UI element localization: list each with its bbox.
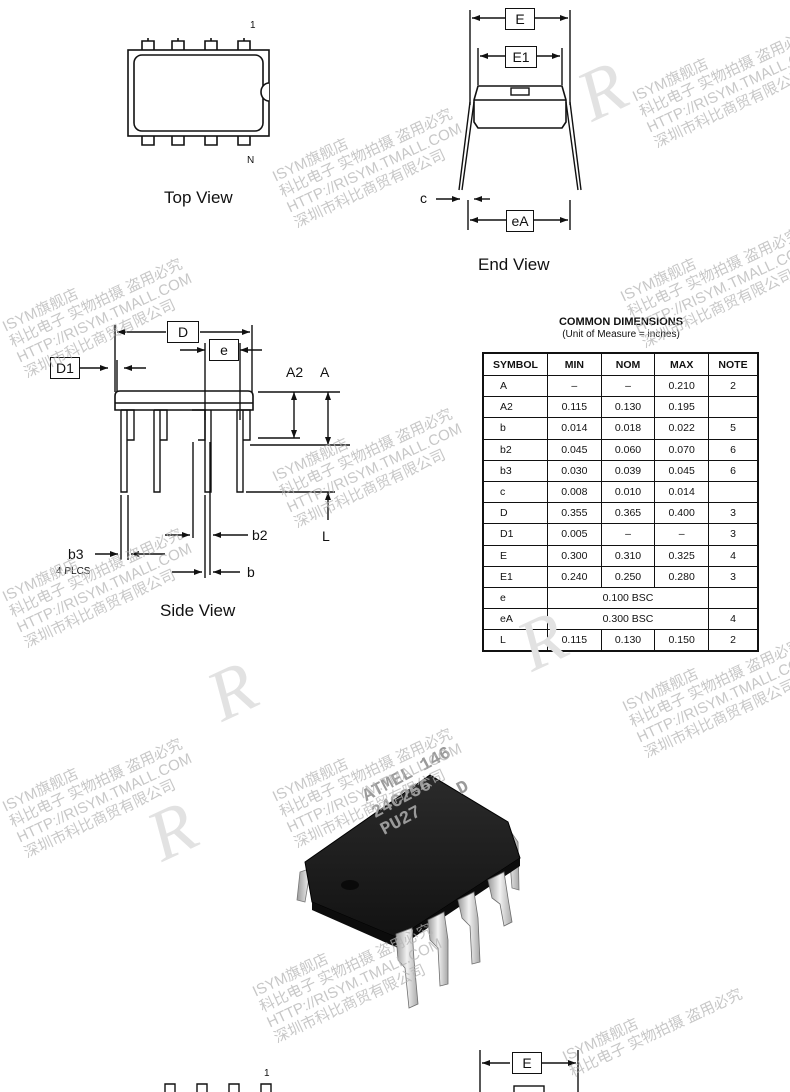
table-cell-nom: 0.060 bbox=[600, 438, 656, 461]
table-cell-nom: 0.130 bbox=[600, 396, 656, 419]
side-view-dim-e: e bbox=[209, 339, 239, 361]
table-cell-max: 0.070 bbox=[654, 438, 709, 461]
column-header: NOM bbox=[600, 352, 656, 376]
side-view-dim-L: L bbox=[322, 528, 330, 544]
side-view-dim-b3: b3 bbox=[68, 546, 84, 562]
repeat-dim-E: E bbox=[512, 1052, 542, 1074]
table-cell-span: 0.300 BSC bbox=[547, 608, 709, 631]
side-view-dim-b: b bbox=[247, 564, 255, 580]
top-view-pin1-label: 1 bbox=[250, 20, 256, 31]
side-view-dim-D1: D1 bbox=[50, 357, 80, 379]
table-cell-max: 0.150 bbox=[654, 629, 709, 652]
side-view-dim-D: D bbox=[167, 321, 199, 343]
top-view-pins-bottom bbox=[141, 136, 251, 146]
table-cell-nom: 0.010 bbox=[600, 480, 656, 504]
chip-front-pins bbox=[395, 871, 513, 1009]
top-view-label: Top View bbox=[164, 188, 233, 207]
side-view-dim-b2: b2 bbox=[252, 527, 268, 543]
end-view-dim-c: c bbox=[420, 190, 427, 206]
side-view-label: Side View bbox=[160, 601, 236, 620]
table-cell-min: 0.115 bbox=[547, 629, 602, 652]
end-view-dim-E1: E1 bbox=[505, 46, 537, 68]
table-header-row: SYMBOL MIN NOM MAX NOTE bbox=[482, 352, 759, 376]
table-cell-max: 0.045 bbox=[654, 459, 709, 482]
table-cell-nom: 0.130 bbox=[600, 629, 656, 652]
repeat-pin1-label: 1 bbox=[264, 1068, 270, 1079]
table-cell-symbol: L bbox=[482, 629, 548, 652]
table-cell-max: 0.210 bbox=[654, 374, 709, 398]
table-cell-max: 0.400 bbox=[654, 502, 709, 525]
chip-pin1-dot bbox=[341, 880, 359, 890]
end-view-dim-eA: eA bbox=[506, 210, 534, 232]
column-header: MIN bbox=[547, 352, 602, 376]
table-cell-note: 2 bbox=[708, 629, 759, 652]
side-view-dim-A: A bbox=[320, 364, 330, 380]
pin1-notch bbox=[260, 82, 270, 102]
end-view-dim-E: E bbox=[505, 8, 535, 30]
top-view-pins-top bbox=[141, 38, 251, 50]
table-cell-max: 0.325 bbox=[654, 544, 709, 567]
table-cell-max: 0.195 bbox=[654, 396, 709, 419]
table-cell-min: 0.045 bbox=[547, 438, 602, 461]
dimensions-title-block: COMMON DIMENSIONS (Unit of Measure = inc… bbox=[482, 316, 760, 340]
dimensions-subtitle: (Unit of Measure = inches) bbox=[562, 329, 680, 340]
table-cell-symbol: A2 bbox=[482, 396, 548, 419]
side-view-dim-A2: A2 bbox=[286, 364, 304, 380]
table-cell-min: 0.005 bbox=[547, 523, 602, 546]
table-cell-symbol: eA bbox=[482, 608, 548, 631]
dimensions-title: COMMON DIMENSIONS bbox=[558, 316, 684, 328]
top-view-pinN-label: N bbox=[247, 155, 255, 166]
end-view-label: End View bbox=[478, 255, 550, 274]
table-cell-max: 0.014 bbox=[654, 480, 709, 504]
side-view-dim-b3-note: 4 PLCS bbox=[56, 566, 91, 577]
table-cell-note: 4 bbox=[708, 544, 759, 567]
table-cell-note: 4 bbox=[708, 608, 759, 631]
